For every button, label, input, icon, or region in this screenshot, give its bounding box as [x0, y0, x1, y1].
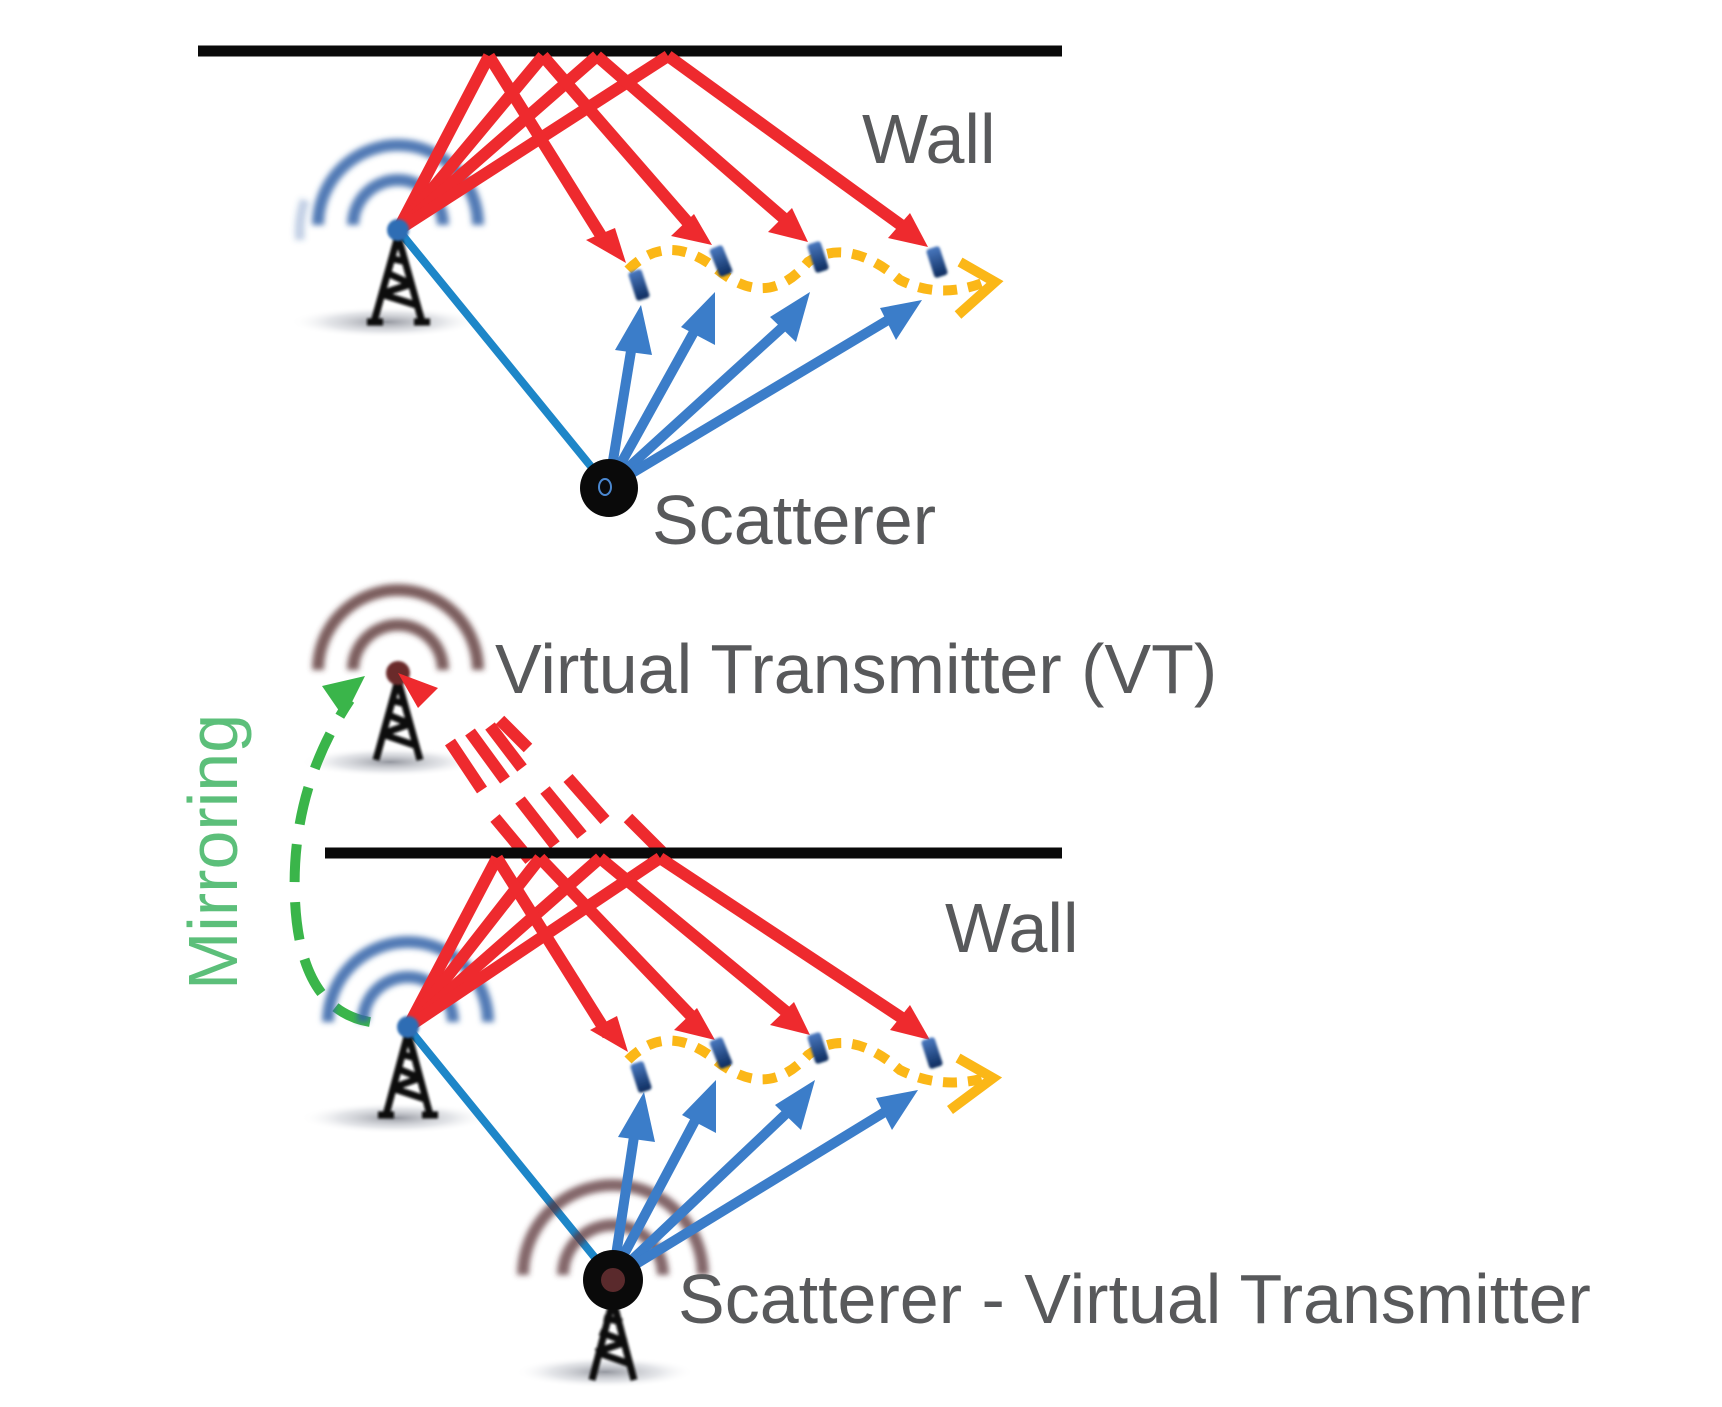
scatterer-vt-core [601, 1268, 625, 1292]
vt-shadow [300, 747, 480, 777]
reflected-arrowheads [586, 208, 928, 263]
scatterer-icon [580, 459, 638, 517]
mobile-receiver-icon [807, 241, 829, 273]
mobile-receiver-icon [630, 1061, 652, 1093]
reflected-paths [392, 50, 909, 246]
transmitter-antenna [397, 1016, 419, 1038]
wall-label: Wall [945, 889, 1079, 967]
reflected-ray-2 [538, 52, 695, 229]
reflected-ray-4 [664, 51, 909, 233]
scatter-paths [608, 1105, 891, 1280]
scatter-ray-3 [605, 321, 789, 489]
receivers [630, 1032, 943, 1093]
transmitter-antenna [387, 219, 409, 241]
reflected-ray-1 [483, 52, 611, 246]
mobile-receiver-icon [709, 1037, 733, 1069]
arrowhead [618, 1092, 655, 1142]
mirroring-arrowhead-icon [322, 676, 365, 718]
scatterer-core [598, 478, 612, 496]
wall-label: Wall [862, 100, 996, 178]
trajectory-path [624, 245, 987, 296]
receivers [628, 241, 948, 301]
arrowhead [876, 1090, 918, 1130]
trajectory-arrowhead [954, 257, 1004, 319]
scatter-ray-2 [604, 327, 700, 488]
mobile-receiver-icon [628, 269, 650, 301]
mirroring-arrow [289, 697, 372, 1027]
scatter-arrowheads [618, 1080, 918, 1142]
mirroring-label: Mirroring [174, 714, 252, 990]
vt-label: Virtual Transmitter (VT) [495, 630, 1217, 708]
radio-tower-icon [378, 1032, 438, 1119]
arrowhead [674, 1008, 715, 1040]
los-path [406, 1027, 609, 1273]
arrowhead [770, 292, 810, 342]
scatter-ray-4 [609, 315, 891, 490]
radio-tower-icon [372, 679, 424, 761]
radio-tower-icon [367, 235, 430, 326]
arrowhead [768, 208, 808, 242]
virtual-rays [445, 715, 675, 865]
scatterer-vt-label: Scatterer - Virtual Transmitter [678, 1260, 1591, 1338]
tower-shadow [290, 306, 480, 338]
mobile-receiver-icon [807, 1032, 829, 1064]
arrowhead [671, 214, 712, 245]
los-path [396, 229, 606, 483]
vt-beam [398, 673, 438, 708]
virtual-transmitter-section: Virtual Transmitter (VT) Mirroring [174, 584, 1217, 1027]
arrowhead [590, 1016, 628, 1052]
reflected-arrowheads [590, 1002, 930, 1052]
arrowhead [682, 1080, 716, 1133]
vt-waves-icon [312, 584, 484, 671]
radio-tower-icon [588, 1299, 638, 1381]
reflected-ray-3 [593, 51, 792, 227]
scatter-paths [604, 315, 891, 490]
scatterer-label: Scatterer [652, 481, 936, 559]
scatter-arrowheads [615, 292, 922, 355]
top-scenario: Wall [198, 45, 1062, 559]
arrowhead [615, 305, 652, 355]
mobile-receiver-icon [921, 1037, 943, 1069]
trajectory-arrowhead [947, 1053, 1003, 1115]
arrowhead [586, 228, 626, 263]
trajectory-path [624, 1035, 987, 1088]
arrowhead [888, 213, 928, 247]
mobile-receiver-icon [926, 246, 948, 278]
arrowhead [775, 1080, 815, 1130]
incident-ray-1 [392, 53, 495, 233]
arrowhead [890, 1005, 930, 1040]
tower-shadow [300, 1102, 490, 1134]
mobile-receiver-icon [709, 245, 733, 277]
arrowhead [880, 300, 922, 340]
bottom-scenario: Wall [300, 847, 1591, 1388]
arrowhead [681, 292, 715, 345]
reflected-paths [402, 852, 909, 1039]
tower-shadow [515, 1356, 695, 1388]
arrowhead [770, 1002, 810, 1035]
